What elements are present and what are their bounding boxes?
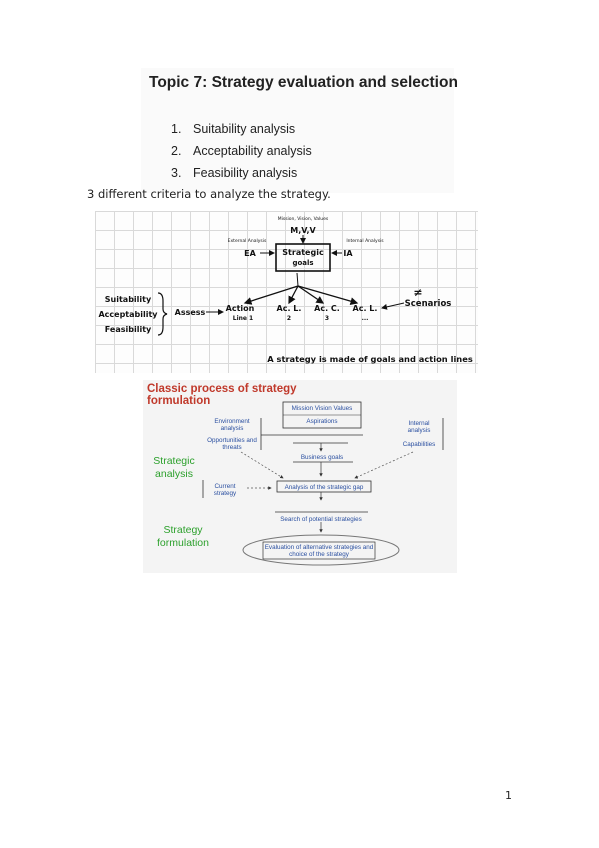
strategic-goals-box (275, 243, 331, 272)
list-item: 3.Feasibility analysis (171, 166, 298, 180)
strategic-analysis-label: Strategic analysis (153, 455, 195, 480)
page-title: Topic 7: Strategy evaluation and selecti… (149, 74, 458, 91)
ia-note: Internal Analysis (346, 238, 384, 244)
action-line-3: Ac. C. (314, 304, 340, 313)
assess-label: Assess (175, 308, 206, 317)
action-line-4: Ac. L. (353, 304, 378, 313)
mvv-label: M,V,V (290, 226, 316, 235)
diagram-caption: A strategy is made of goals and action l… (267, 354, 473, 364)
gap-analysis-box (276, 480, 372, 493)
action-line-2-number: 2 (287, 315, 291, 322)
capabilities-text: Capabilities (402, 441, 436, 448)
criteria-brace (157, 292, 168, 336)
aspirations-text: Aspirations (306, 418, 338, 425)
goals-line1: Strategic (282, 248, 324, 257)
evaluation-text: Evaluation of alternative strategies and… (264, 544, 374, 558)
strategy-formulation-label: Strategy formulation (157, 524, 209, 549)
criteria-list: 1.Suitability analysis 2.Acceptability a… (171, 118, 312, 184)
action-line-2: Ac. L. (277, 304, 302, 313)
handwritten-diagram: Mission, Vision, Values M,V,V Strategic … (95, 211, 478, 373)
action-line-4-number: ... (362, 315, 369, 322)
list-item: 1.Suitability analysis (171, 122, 296, 136)
ea-label: EA (244, 249, 256, 258)
environment-analysis-text: Environment analysis (214, 418, 250, 432)
evaluation-ellipse (242, 534, 400, 566)
action-line-1-number: Line 1 (233, 315, 253, 322)
intro-text: 3 different criteria to analyze the stra… (87, 187, 331, 201)
ea-note: External Analysis (228, 238, 267, 244)
not-equal-sign: ≠ (413, 286, 422, 299)
action-line-3-number: 3 (325, 315, 329, 322)
criterion-suitability: Suitability (105, 295, 152, 304)
criterion-acceptability: Acceptability (98, 310, 158, 319)
current-strategy-text: Current strategy (213, 483, 237, 497)
action-line-1: Action (226, 304, 255, 313)
criterion-feasibility: Feasibility (105, 325, 152, 334)
opportunities-text: Opportunities and threats (207, 437, 257, 451)
gap-analysis-text: Analysis of the strategic gap (284, 484, 364, 491)
ia-label: IA (343, 249, 353, 258)
scenarios-label: Scenarios (405, 299, 452, 309)
page-number: 1 (505, 789, 512, 802)
mvv-note: Mission, Vision, Values (278, 216, 329, 222)
search-strategies-text: Search of potential strategies (280, 516, 362, 523)
process-title: Classic process of strategy formulation (147, 383, 297, 407)
goals-line2: goals (292, 259, 313, 267)
topic-title-slide: Topic 7: Strategy evaluation and selecti… (141, 68, 458, 193)
internal-analysis-text: Internal analysis (407, 420, 431, 434)
handwritten-diagram-svg: Mission, Vision, Values M,V,V Strategic … (98, 216, 473, 364)
mvv-text: Mission Vision Values (291, 405, 353, 412)
list-item: 2.Acceptability analysis (171, 144, 312, 158)
process-diagram-svg (202, 401, 444, 566)
classic-process-diagram: Classic process of strategy formulation … (143, 380, 457, 573)
business-goals-text: Business goals (300, 454, 344, 461)
